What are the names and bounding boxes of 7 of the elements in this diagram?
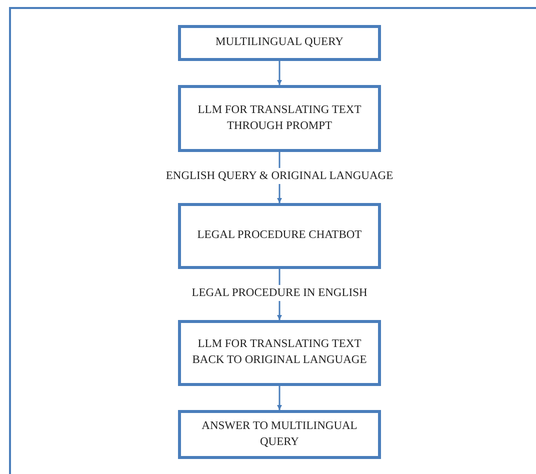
arrow [276,61,282,85]
process-box: LEGAL PROCEDURE CHATBOT [178,203,381,269]
process-box: LLM FOR TRANSLATING TEXT BACK TO ORIGINAL LANGUAGE [178,320,381,386]
process-box: MULTILINGUAL QUERY [178,25,381,61]
process-box: LLM FOR TRANSLATING TEXT THROUGH PROMPT [178,85,381,152]
process-box: ANSWER TO MULTILINGUAL QUERY [178,410,381,459]
arrow [276,386,282,410]
